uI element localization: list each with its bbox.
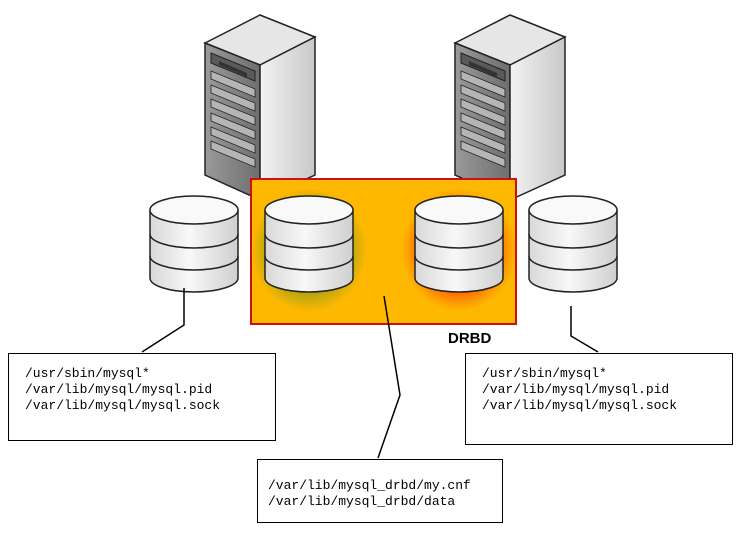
server-icon-left [204,14,316,201]
path-line: /var/lib/mysql/mysql.pid [482,382,670,397]
path-box-center: /var/lib/mysql_drbd/my.cnf /var/lib/mysq… [257,459,503,523]
database-disk-icon-left-drbd [264,195,354,293]
connector-left [141,288,185,353]
path-box-left: /usr/sbin/mysql* /var/lib/mysql/mysql.pi… [8,353,276,441]
path-line: /var/lib/mysql/mysql.sock [25,398,221,413]
path-line: /var/lib/mysql_drbd/data [268,494,456,509]
path-line: /var/lib/mysql_drbd/my.cnf [268,478,471,493]
path-line: /usr/sbin/mysql* [482,366,607,381]
database-disk-icon-left-local [149,195,239,293]
database-disk-icon-right-drbd [414,195,504,293]
drbd-label: DRBD [448,330,492,347]
database-disk-icon-right-local [528,195,618,293]
server-icon-right [454,14,566,201]
connector-center [377,295,401,459]
path-line: /var/lib/mysql/mysql.pid [25,382,213,397]
path-line: /usr/sbin/mysql* [25,366,150,381]
connector-right [570,306,599,353]
path-line: /var/lib/mysql/mysql.sock [482,398,678,413]
path-box-right: /usr/sbin/mysql* /var/lib/mysql/mysql.pi… [465,353,733,445]
